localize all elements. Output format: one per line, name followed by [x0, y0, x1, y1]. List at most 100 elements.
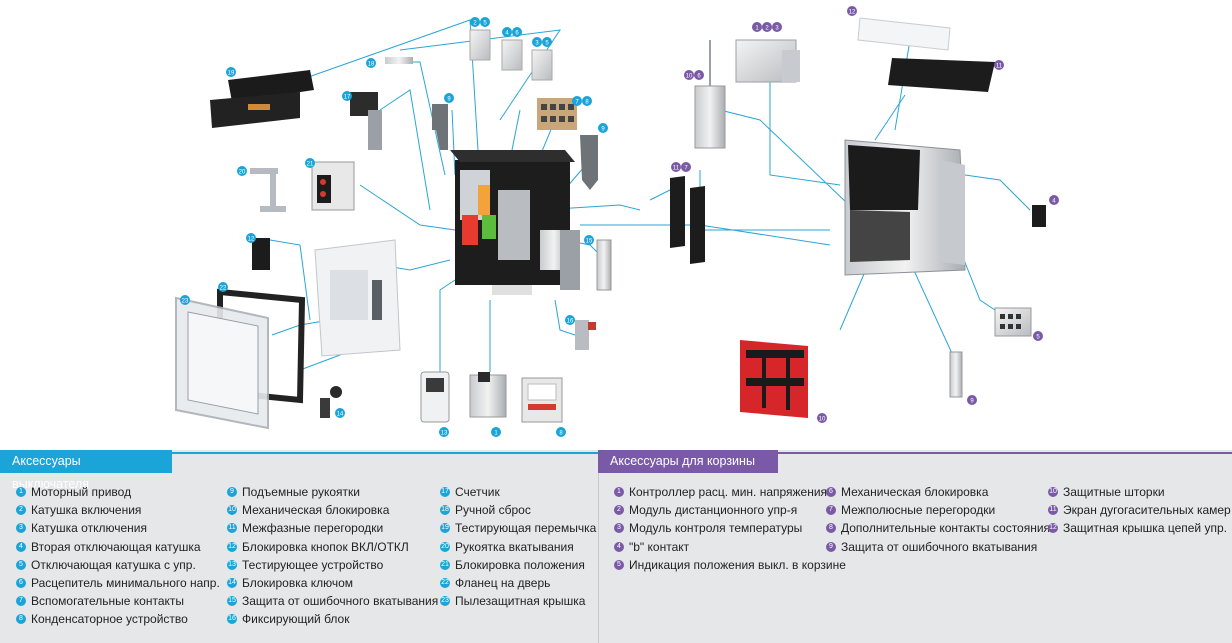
- callout-number: 1: [494, 430, 498, 436]
- cradle-callout-badge: 7: [681, 162, 691, 172]
- legend-number-badge: 5: [16, 559, 26, 570]
- legend-label: Расцепитель минимального напр.: [31, 576, 220, 591]
- legend-number-badge: 12: [1048, 523, 1058, 534]
- legend-number-badge: 2: [16, 505, 26, 516]
- legend-label: Тестирующее устройство: [242, 557, 384, 572]
- cradle-callout-badge: 6: [694, 70, 704, 80]
- legend-number-badge: 7: [826, 505, 836, 516]
- callout-number: 23: [182, 298, 189, 304]
- legend-label: Межфазные перегородки: [242, 521, 384, 536]
- legend-number-badge: 23: [440, 596, 450, 607]
- racking-handle: [250, 168, 286, 212]
- interphase-barrier-strips: [210, 70, 314, 128]
- test-device: [420, 371, 450, 423]
- callout-number: 8: [559, 430, 563, 436]
- legend-number-badge: 12: [227, 541, 237, 552]
- callout-number: 11: [996, 63, 1003, 69]
- legend-number-badge: 3: [614, 523, 624, 534]
- cradle-accessories-header: Аксессуары для корзины: [598, 450, 778, 473]
- controller-module: [735, 39, 800, 83]
- legend-label: Защита от ошибочного вкатывания: [841, 539, 1038, 554]
- cradle-callout-badge: 11: [671, 162, 681, 172]
- legend-number-badge: 6: [826, 487, 836, 498]
- legend-label: Экран дугогасительных камер: [1063, 503, 1231, 518]
- breaker-callout-badge: 13: [439, 427, 449, 437]
- breaker-callout-badge: 22: [218, 282, 228, 292]
- legend-label: Катушка включения: [31, 503, 142, 518]
- counter-module: [350, 92, 382, 150]
- legend-number-badge: 21: [440, 559, 450, 570]
- cradle-section-rule: [598, 452, 1232, 454]
- callout-number: 17: [344, 94, 351, 100]
- breaker-callout-badge: 18: [366, 58, 376, 68]
- legend-label: Защита от ошибочного вкатывания: [242, 594, 439, 609]
- cradle-callout-badge: 12: [847, 6, 857, 16]
- legend-label: Блокировка положения: [455, 557, 585, 572]
- cradle-callout-badge: 11: [994, 60, 1004, 70]
- legend-number-badge: 6: [16, 578, 26, 589]
- safety-shutters: [740, 340, 808, 418]
- legend-number-badge: 4: [16, 541, 26, 552]
- legend-label: Механическая блокировка: [242, 503, 390, 518]
- legend-number-badge: 10: [1048, 487, 1058, 498]
- air-circuit-breaker: [450, 150, 580, 295]
- breaker-callout-badge: 5: [542, 37, 552, 47]
- cradle-callout-badge: 10: [684, 70, 694, 80]
- breaker-callout-badge: 9: [598, 123, 608, 133]
- legend-number-badge: 15: [227, 596, 237, 607]
- callout-number: 8: [585, 99, 589, 105]
- breaker-callout-badge: 6: [512, 27, 522, 37]
- legend-item: 2 Катушка включения: [16, 501, 220, 519]
- legend-number-badge: 8: [826, 523, 836, 534]
- protective-cover-top: [857, 17, 951, 51]
- cradle-callout-badge: 5: [1033, 331, 1043, 341]
- callout-number: 9: [447, 96, 451, 102]
- legend-number-badge: 11: [227, 523, 237, 534]
- breaker-callout-badge: 9: [444, 93, 454, 103]
- cradle-callout-badge: 1: [752, 22, 762, 32]
- callout-number: 12: [248, 236, 255, 242]
- legend-label: Блокировка ключом: [242, 576, 354, 591]
- callout-number: 20: [239, 169, 246, 175]
- legend-item: 21 Блокировка положения: [440, 556, 596, 574]
- legend-number-badge: 9: [826, 541, 836, 552]
- legend-label: Межполюсные перегородки: [841, 503, 996, 518]
- callout-number: 2: [765, 25, 769, 31]
- legend-number-badge: 14: [227, 578, 237, 589]
- legend-label: Подъемные рукоятки: [242, 485, 361, 500]
- legend-number-badge: 11: [1048, 505, 1058, 516]
- breaker-callout-badge: 21: [305, 158, 315, 168]
- callout-number: 21: [307, 161, 314, 167]
- legend-number-badge: 16: [227, 614, 237, 625]
- callout-number: 5: [545, 40, 549, 46]
- interlock-plate: [596, 239, 612, 291]
- breaker-callout-badge: 2: [470, 17, 480, 27]
- exploded-accessories-diagram: 2546351918179789202112222315161413181231…: [175, 6, 1059, 437]
- button-lock: [252, 238, 270, 270]
- legend-item: 4"b" контакт: [614, 538, 846, 556]
- breaker-front-panel: [314, 239, 401, 357]
- cradle-body: [844, 139, 966, 276]
- callout-number: 3: [535, 40, 539, 46]
- legend-label: Тестирующая перемычка: [455, 521, 597, 536]
- callout-number: 18: [368, 61, 375, 67]
- breaker-callout-badge: 4: [502, 27, 512, 37]
- callout-number: 15: [586, 238, 593, 244]
- legend-item: 11 Межфазные перегородки: [227, 519, 438, 537]
- legend-number-badge: 22: [440, 578, 450, 589]
- legend-number-badge: 1: [614, 487, 624, 498]
